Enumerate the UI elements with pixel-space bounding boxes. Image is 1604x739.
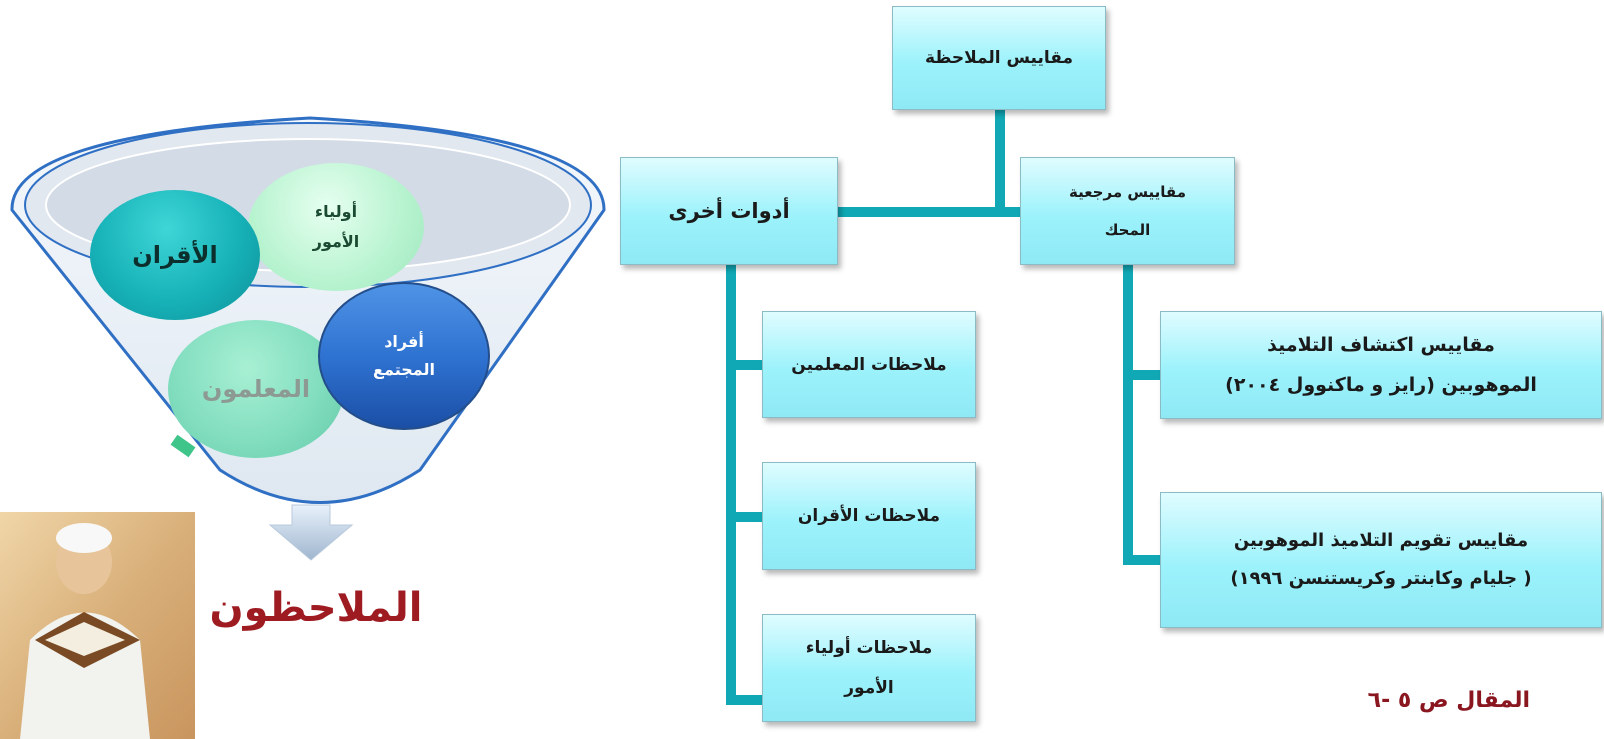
observation-scales-label: مقاييس الملاحظة (924, 48, 1074, 68)
circle-community-line2: المجتمع (373, 360, 435, 379)
discovery-scales-box: مقاييس اكتشاف التلاميذ الموهوبين (رايز و… (1160, 311, 1602, 419)
observation-scales-box: مقاييس الملاحظة (892, 6, 1106, 110)
circle-peers-label: الأقران (132, 241, 218, 269)
reference-scales-box: مقاييس مرجعية المحك (1020, 157, 1235, 265)
peer-observations-box: ملاحظات الأقران (762, 462, 976, 570)
circle-guardians: أولياء الأمور (248, 163, 424, 291)
connector-right-down (1123, 263, 1133, 565)
discovery-scales-line1: مقاييس اكتشاف التلاميذ (1267, 334, 1495, 356)
connector-title-down (995, 110, 1005, 212)
circle-teachers: المعلمون (168, 320, 344, 458)
observers-label: الملاحظون (209, 585, 423, 631)
connector-to-evaluation (1123, 555, 1163, 565)
connector-left-down (726, 263, 736, 705)
connector-to-peers (726, 512, 764, 522)
evaluation-scales-line2: ( جليام وكابنتر وكريستنسن ١٩٩٦) (1230, 568, 1532, 589)
circle-guardians-line2: الأمور (312, 232, 360, 251)
reference-scales-line2: المحك (1104, 221, 1151, 239)
reading-boy-photo (0, 512, 195, 739)
other-tools-label: أدوات أخرى (668, 199, 790, 223)
down-arrow-icon (268, 504, 354, 561)
discovery-scales-line2: الموهوبين (رايز و ماكنوول ٢٠٠٤) (1225, 374, 1537, 396)
teacher-observations-label: ملاحظات المعلمين (791, 354, 947, 375)
guardian-observations-line2: الأمور (844, 678, 894, 698)
evaluation-scales-line1: مقاييس تقويم التلاميذ الموهوبين (1233, 530, 1529, 551)
guardian-observations-line1: ملاحظات أولياء (805, 638, 933, 658)
peer-observations-label: ملاحظات الأقران (797, 506, 941, 526)
circle-peers: الأقران (90, 190, 260, 320)
circle-community: أفراد المجتمع (318, 282, 490, 430)
connectors (726, 110, 1163, 705)
guardian-observations-box: ملاحظات أولياء الأمور (762, 614, 976, 722)
other-tools-box: أدوات أخرى (620, 157, 838, 265)
connector-to-discovery (1123, 370, 1163, 380)
circle-community-line1: أفراد (384, 332, 424, 351)
connector-to-teachers (726, 360, 764, 370)
circle-guardians-line1: أولياء (314, 202, 358, 221)
teacher-observations-box: ملاحظات المعلمين (762, 311, 976, 418)
reference-scales-line1: مقاييس مرجعية (1069, 183, 1187, 201)
funnel-accent (170, 434, 196, 458)
circle-teachers-label: المعلمون (201, 375, 311, 403)
reference-note: المقال ص ٥ -٦ (1367, 688, 1530, 713)
connector-horizontal (836, 207, 1022, 217)
connector-to-guardians (726, 695, 764, 705)
evaluation-scales-box: مقاييس تقويم التلاميذ الموهوبين ( جليام … (1160, 492, 1602, 628)
